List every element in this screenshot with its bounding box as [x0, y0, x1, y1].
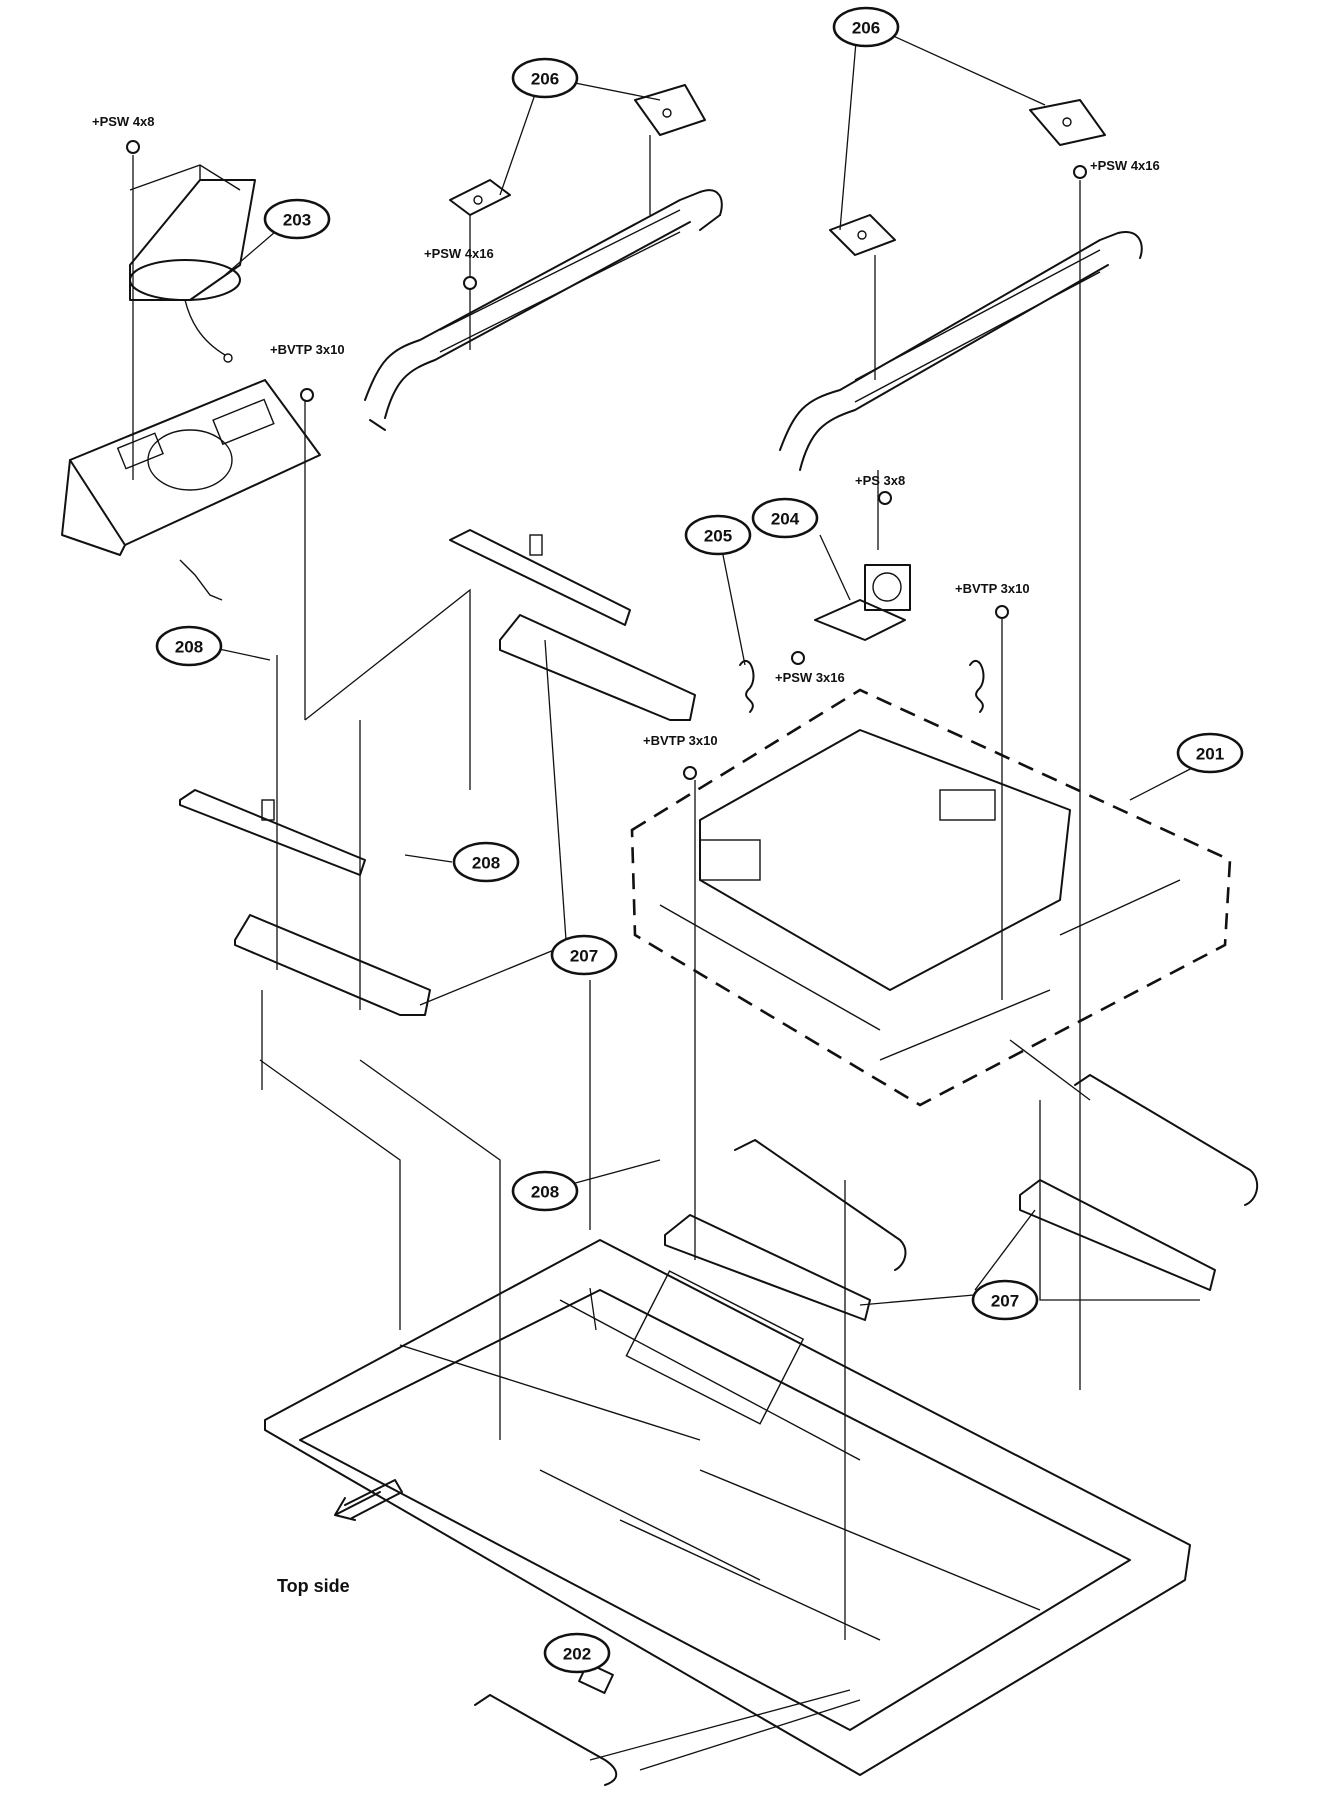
callout-206-left: 206 — [511, 57, 579, 99]
callout-205: 205 — [684, 514, 752, 556]
screw-label-bvtp3x10-mid: +BVTP 3x10 — [643, 733, 718, 748]
callout-208-lower: 208 — [511, 1170, 579, 1212]
part-205-clip — [739, 659, 985, 713]
part-202-sensor — [474, 1662, 618, 1786]
screw-label-psw4x16-left: +PSW 4x16 — [424, 246, 494, 261]
screw-label-ps3x8: +PS 3x8 — [855, 473, 905, 488]
svg-text:207: 207 — [991, 1292, 1019, 1311]
svg-text:207: 207 — [570, 947, 598, 966]
svg-text:208: 208 — [472, 854, 500, 873]
svg-text:201: 201 — [1196, 745, 1224, 764]
bracket-206-left-b — [634, 84, 706, 136]
right-bracket-upper — [1019, 1074, 1259, 1291]
callout-203: 203 — [263, 198, 331, 240]
screw-label-bvtp3x10-left: +BVTP 3x10 — [270, 342, 345, 357]
callout-leaders — [204, 29, 1199, 1331]
svg-text:204: 204 — [771, 510, 800, 529]
top-side-arrow-icon — [334, 1479, 403, 1521]
svg-text:208: 208 — [531, 1183, 559, 1202]
callout-204: 204 — [751, 497, 819, 539]
screw-label-psw3x16: +PSW 3x16 — [775, 670, 845, 685]
fan-assembly-203 — [129, 164, 256, 363]
top-side-caption: Top side — [277, 1576, 350, 1596]
callout-208-left: 208 — [155, 625, 223, 667]
bracket-206-right-a — [829, 214, 896, 256]
left-rail-lower — [179, 789, 431, 1016]
callout-207-left: 207 — [550, 934, 618, 976]
center-bracket-lower — [664, 1139, 907, 1321]
screw-label-bvtp3x10-right: +BVTP 3x10 — [955, 581, 1030, 596]
callout-206-right: 206 — [832, 6, 900, 48]
bracket-206-left-a — [449, 179, 511, 216]
callout-208-mid: 208 — [452, 841, 520, 883]
screws — [126, 140, 1087, 1000]
screw-label-psw4x16-right: +PSW 4x16 — [1090, 158, 1160, 173]
fan-mounting-plate — [61, 379, 321, 601]
callout-201: 201 — [1176, 732, 1244, 774]
svg-text:206: 206 — [852, 19, 880, 38]
board-201 — [630, 688, 1232, 1107]
callout-207-right: 207 — [971, 1279, 1039, 1321]
svg-text:208: 208 — [175, 638, 203, 657]
assembly-lead-lines — [589, 780, 1091, 1771]
svg-text:205: 205 — [704, 527, 732, 546]
callout-202: 202 — [543, 1632, 611, 1674]
screw-label-psw4x8: +PSW 4x8 — [92, 114, 155, 129]
middle-bracket-upper — [449, 529, 696, 721]
upper-rail-right — [779, 231, 1143, 471]
svg-text:202: 202 — [563, 1645, 591, 1664]
part-204-bracket — [814, 564, 911, 641]
bracket-206-right-b — [1029, 99, 1106, 146]
leader-lines-left — [132, 155, 501, 1440]
svg-text:203: 203 — [283, 211, 311, 230]
svg-text:206: 206 — [531, 70, 559, 89]
upper-rail-left — [364, 189, 723, 431]
chassis-frame — [264, 1239, 1191, 1776]
